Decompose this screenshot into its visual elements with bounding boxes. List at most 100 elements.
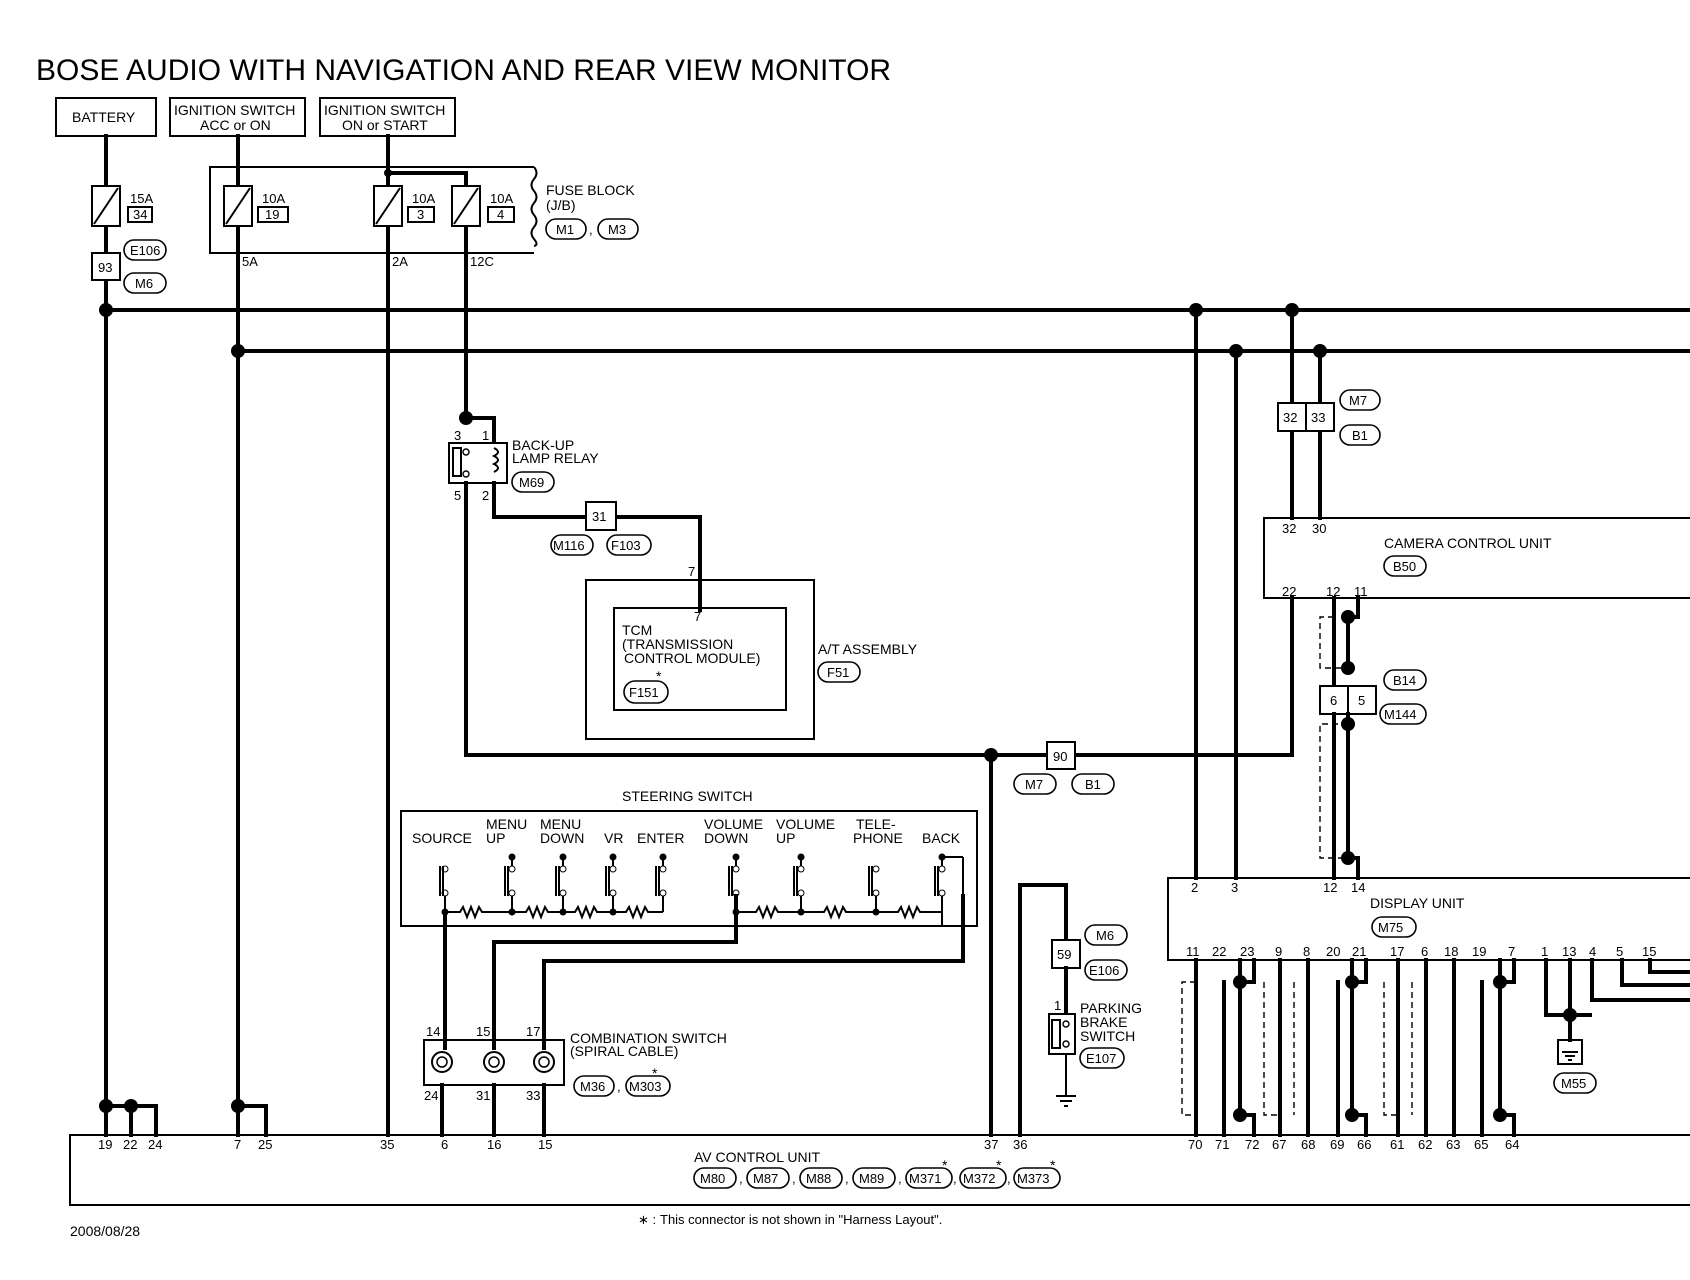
connector-label: M7 — [1349, 393, 1367, 408]
separator: , — [845, 1171, 849, 1186]
display-pin: 3 — [1231, 880, 1238, 895]
date-label: 2008/08/28 — [70, 1223, 140, 1239]
connector-m144: M144 — [1379, 703, 1427, 725]
av-pin: 35 — [380, 1137, 394, 1152]
fuse-block-connector-m3: M3 — [597, 218, 639, 240]
combo-switch-label-1: COMBINATION SWITCH — [570, 1030, 727, 1046]
parking-label-1: PARKING — [1080, 1000, 1142, 1016]
display-unit-label: DISPLAY UNIT — [1370, 895, 1465, 911]
junction-90: 90 — [1046, 741, 1076, 770]
steering-button-label: DOWN — [540, 830, 584, 846]
connector-label: M87 — [753, 1171, 778, 1186]
display-pin: 6 — [1421, 944, 1428, 959]
connector-label: E107 — [1086, 1051, 1116, 1066]
av-pin: 22 — [123, 1137, 137, 1152]
connector-label: M6 — [1096, 928, 1114, 943]
asterisk: * — [942, 1157, 948, 1173]
connector-label: M1 — [556, 222, 574, 237]
tcm-box — [613, 607, 787, 711]
av-pin: 65 — [1474, 1137, 1488, 1152]
display-pin: 14 — [1351, 880, 1365, 895]
av-control-unit-label: AV CONTROL UNIT — [694, 1149, 820, 1165]
av-pin: 68 — [1301, 1137, 1315, 1152]
connector-label: M7 — [1025, 777, 1043, 792]
av-pin: 69 — [1330, 1137, 1344, 1152]
av-pin: 67 — [1272, 1137, 1286, 1152]
display-pin: 17 — [1390, 944, 1404, 959]
display-pin: 13 — [1562, 944, 1576, 959]
av-unit-connectors: M80 M87 M88 M89 M371 M372 M373 * * * , ,… — [693, 1157, 1061, 1189]
av-pin: 25 — [258, 1137, 272, 1152]
av-unit-pins: 19 22 24 7 25 35 6 16 15 37 36 70 71 72 … — [98, 1137, 1519, 1152]
av-pin: 15 — [538, 1137, 552, 1152]
connector-m55: M55 — [1553, 1072, 1597, 1094]
display-pin: 8 — [1303, 944, 1310, 959]
steering-button-label: VR — [604, 830, 623, 846]
av-pin: 66 — [1357, 1137, 1371, 1152]
connector-b50: B50 — [1383, 555, 1427, 577]
av-pin: 62 — [1418, 1137, 1432, 1152]
av-pin: 19 — [98, 1137, 112, 1152]
display-pin: 11 — [1186, 944, 1200, 959]
fuse-number: 34 — [133, 207, 147, 222]
junction-pin: 59 — [1057, 947, 1071, 962]
junction-pin: 90 — [1053, 749, 1067, 764]
connector-label: M55 — [1561, 1076, 1586, 1091]
connector-b1-90: B1 — [1071, 773, 1115, 795]
ign-acc-line2: ACC or ON — [200, 117, 271, 133]
av-pin: 24 — [148, 1137, 162, 1152]
asterisk: * — [1050, 1157, 1056, 1173]
fuse-number: 19 — [265, 207, 279, 222]
steering-button-label: VOLUME — [776, 816, 835, 832]
connector-label: M75 — [1378, 920, 1403, 935]
fuse-4: 10A 4 12C — [451, 185, 515, 269]
av-pin: 64 — [1505, 1137, 1519, 1152]
combo-switch-label-2: (SPIRAL CABLE) — [570, 1043, 678, 1059]
relay-label-2: LAMP RELAY — [512, 450, 599, 466]
av-pin: 7 — [234, 1137, 241, 1152]
fuse-block-sub: (J/B) — [546, 197, 576, 213]
ign-on-line2: ON or START — [342, 117, 428, 133]
junction-31: 31 — [585, 501, 617, 531]
separator: , — [792, 1171, 796, 1186]
combo-pin: 14 — [426, 1024, 440, 1039]
connector-b1-cam: B1 — [1339, 424, 1381, 446]
steering-switch-box — [400, 810, 978, 927]
connector-label: E106 — [130, 243, 160, 258]
steering-button-label: TELE- — [856, 816, 896, 832]
steering-button-label: UP — [486, 830, 505, 846]
fuse-number: 3 — [417, 207, 424, 222]
asterisk: * — [996, 1157, 1002, 1173]
fuse-rating: 15A — [130, 191, 153, 206]
camera-control-unit-box — [1263, 517, 1690, 599]
connector-label: M80 — [700, 1171, 725, 1186]
steering-button-label: ENTER — [637, 830, 684, 846]
combo-pin: 33 — [526, 1088, 540, 1103]
shielded-pair-group-1 — [1181, 958, 1256, 1137]
connector-e106: E106 — [123, 239, 167, 261]
av-pin: 16 — [487, 1137, 501, 1152]
footnote-mark: ∗ : — [638, 1212, 656, 1227]
asterisk: * — [652, 1065, 658, 1081]
connector-b14: B14 — [1383, 669, 1427, 691]
connector-label: M373 — [1017, 1171, 1050, 1186]
connector-m116: M116 — [550, 534, 594, 556]
av-pin: 6 — [441, 1137, 448, 1152]
asterisk: * — [656, 668, 662, 684]
connector-m303: M303 — [625, 1075, 671, 1097]
connector-label: B14 — [1393, 673, 1416, 688]
combo-pin: 15 — [476, 1024, 490, 1039]
connector-label: M88 — [806, 1171, 831, 1186]
connector-label: M69 — [519, 475, 544, 490]
camera-pin: 11 — [1354, 584, 1368, 599]
connector-label: M144 — [1384, 707, 1417, 722]
tcm-pin-outer: 7 — [688, 564, 695, 579]
steering-button-label: MENU — [486, 816, 527, 832]
display-pin: 21 — [1352, 944, 1366, 959]
ignition-acc-source: IGNITION SWITCH ACC or ON — [169, 97, 306, 137]
relay-pin: 1 — [482, 428, 489, 443]
battery-label: BATTERY — [72, 109, 136, 125]
parking-pin: 1 — [1054, 998, 1061, 1013]
shielded-pair-group-2 — [1263, 958, 1368, 1137]
display-pin: 19 — [1472, 944, 1486, 959]
